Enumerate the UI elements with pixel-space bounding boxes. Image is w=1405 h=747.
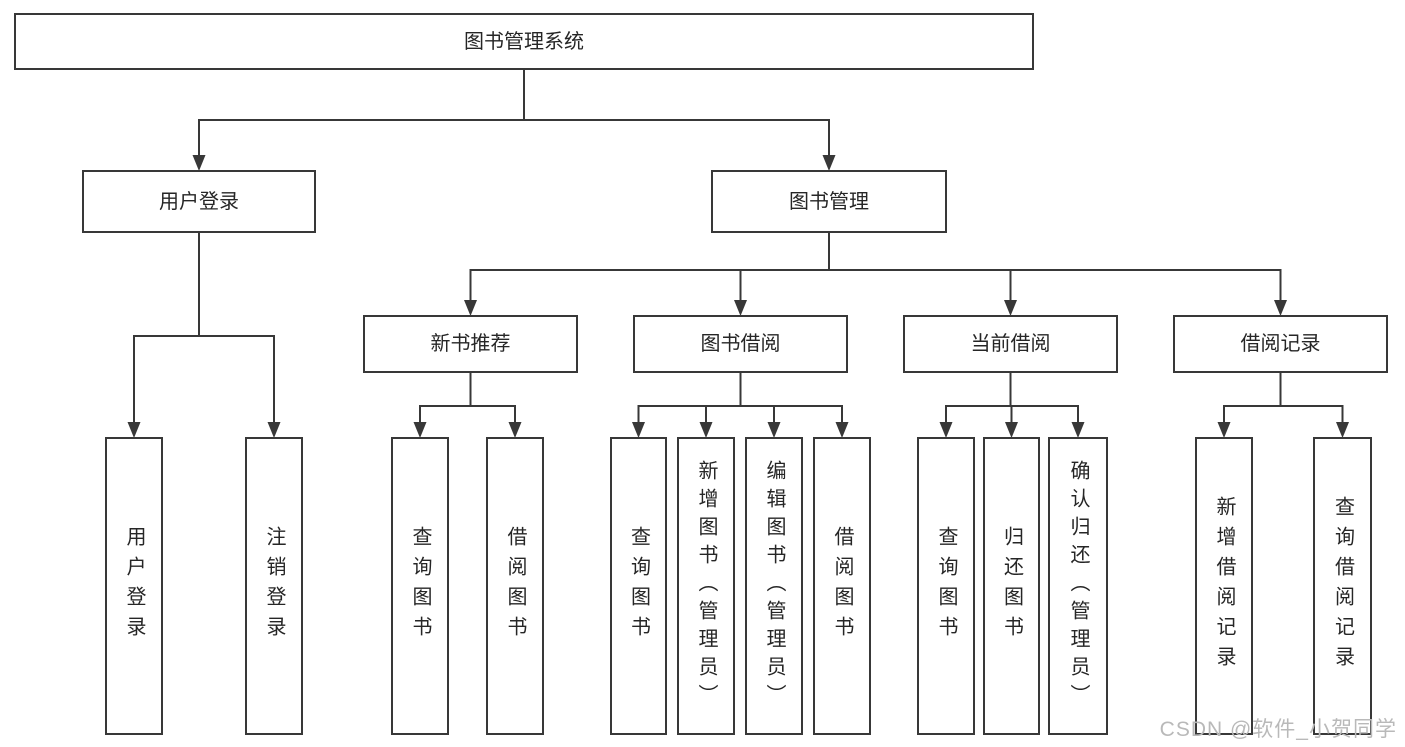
node-root: 图书管理系统 (14, 13, 1034, 70)
node-new-book-recommend-label: 新书推荐 (430, 333, 511, 355)
node-user-login-label: 用户登录 (159, 190, 239, 213)
leaf-confirm-return-admin-label: 确认归还（管理员） (1067, 460, 1089, 712)
node-borrowing-records-label: 借阅记录 (1240, 333, 1321, 355)
leaf-query-books-1-label: 查询图书 (409, 526, 431, 646)
node-book-management: 图书管理 (711, 170, 947, 233)
leaf-query-books-3: 查询图书 (917, 437, 975, 735)
node-book-borrowing: 图书借阅 (633, 315, 848, 373)
leaf-query-borrow-record-label: 查询借阅记录 (1331, 496, 1354, 676)
leaf-user-login-label: 用户登录 (123, 526, 145, 646)
leaf-query-books-2-label: 查询图书 (627, 526, 650, 646)
leaf-add-books-admin-label: 新增图书（管理员） (695, 460, 717, 712)
node-current-borrowing-label: 当前借阅 (970, 333, 1051, 355)
leaf-borrow-books-1: 借阅图书 (486, 437, 544, 735)
leaf-user-login: 用户登录 (105, 437, 163, 735)
watermark: CSDN @软件_小贺同学 (1159, 718, 1397, 741)
leaf-borrow-books-2: 借阅图书 (813, 437, 871, 735)
node-book-borrowing-label: 图书借阅 (700, 333, 781, 355)
node-root-label: 图书管理系统 (464, 30, 584, 53)
leaf-logout: 注销登录 (245, 437, 303, 735)
leaf-add-books-admin: 新增图书（管理员） (677, 437, 735, 735)
leaf-return-books: 归还图书 (983, 437, 1040, 735)
node-book-management-label: 图书管理 (789, 190, 869, 213)
leaf-borrow-books-1-label: 借阅图书 (504, 526, 526, 646)
leaf-query-books-2: 查询图书 (610, 437, 667, 735)
node-user-login: 用户登录 (82, 170, 316, 233)
node-new-book-recommend: 新书推荐 (363, 315, 578, 373)
node-current-borrowing: 当前借阅 (903, 315, 1118, 373)
leaf-edit-books-admin-label: 编辑图书（管理员） (763, 460, 785, 712)
leaf-add-borrow-record: 新增借阅记录 (1195, 437, 1253, 735)
leaf-query-books-3-label: 查询图书 (935, 526, 957, 646)
leaf-add-borrow-record-label: 新增借阅记录 (1213, 496, 1235, 676)
leaf-edit-books-admin: 编辑图书（管理员） (745, 437, 803, 735)
leaf-query-books-1: 查询图书 (391, 437, 449, 735)
leaf-return-books-label: 归还图书 (1000, 526, 1023, 646)
leaf-confirm-return-admin: 确认归还（管理员） (1048, 437, 1108, 735)
leaf-logout-label: 注销登录 (263, 526, 285, 646)
leaf-query-borrow-record: 查询借阅记录 (1313, 437, 1372, 735)
node-borrowing-records: 借阅记录 (1173, 315, 1388, 373)
leaf-borrow-books-2-label: 借阅图书 (831, 526, 853, 646)
